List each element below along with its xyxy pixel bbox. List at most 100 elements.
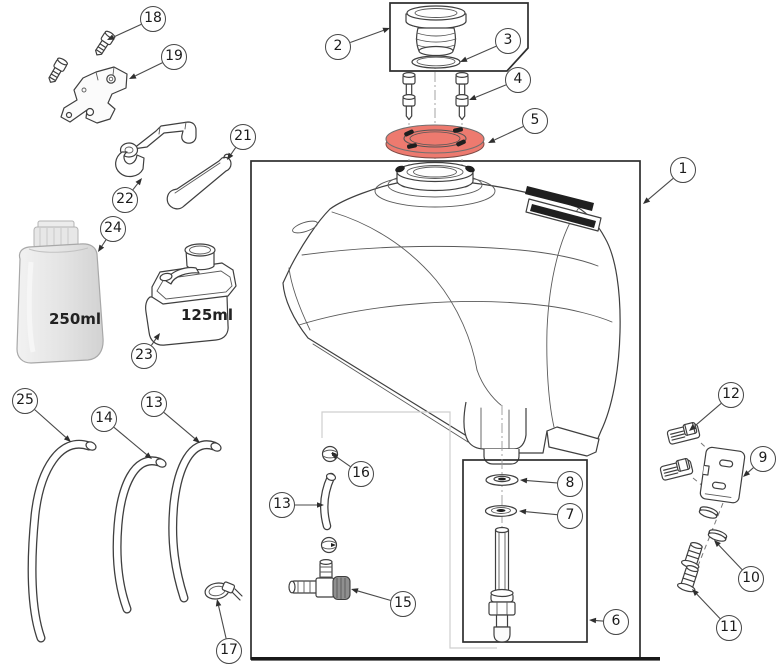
leader-arrowhead-4: [469, 94, 477, 100]
callout-10: 10: [738, 566, 764, 592]
leader-arrowhead-8: [520, 477, 528, 484]
leader-line-7: [525, 511, 558, 516]
callout-12: 12: [718, 382, 744, 408]
leader-arrowhead-1: [643, 197, 651, 204]
oil-reservoir-125ml: [145, 243, 237, 346]
callout-23: 23: [131, 343, 157, 369]
leader-arrowhead-13: [317, 502, 324, 508]
callout-25: 25: [12, 388, 38, 414]
leader-arrowhead-10: [714, 540, 721, 548]
fuel-cap: [405, 5, 467, 57]
leader-arrowhead-25: [63, 435, 71, 442]
leader-arrowhead-5: [488, 137, 496, 143]
callout-9: 9: [750, 446, 776, 472]
callout-13: 13: [141, 391, 167, 417]
callout-21: 21: [230, 124, 256, 150]
leader-line-9: [747, 467, 754, 473]
fuel-hose-long: [27, 439, 97, 643]
leader-line-15: [357, 590, 391, 601]
leader-arrowhead-6: [589, 617, 597, 624]
fuel-pickup-tube: [488, 526, 516, 643]
reservoir-volume-label: 125ml: [180, 306, 234, 324]
leader-line-4: [475, 84, 507, 98]
leader-line-3: [466, 45, 497, 60]
mounting-plate: [699, 446, 746, 504]
mounting-bracket: [60, 66, 128, 124]
connector-reference-line: [321, 411, 497, 649]
callout-19: 19: [161, 44, 187, 70]
mounting-screw-lower: [45, 56, 69, 86]
callout-16: 16: [348, 461, 374, 487]
leader-line-22: [132, 183, 139, 191]
callout-15: 15: [390, 591, 416, 617]
vent-hose-short: [319, 472, 337, 531]
leader-arrowhead-7: [519, 508, 527, 515]
callout-3: 3: [495, 28, 521, 54]
cap-seal-ring: [411, 55, 461, 69]
hose-clamp: [204, 581, 243, 601]
leader-line-8: [526, 480, 558, 484]
petcock-box: [462, 459, 588, 643]
leader-line-19: [135, 62, 163, 77]
leader-arrowhead-13: [192, 436, 200, 443]
elbow-fitting: [288, 558, 351, 601]
spring-nut-upper: [697, 504, 720, 521]
leader-line-1: [647, 178, 674, 200]
speed-clip-lower: [658, 457, 694, 482]
callout-7: 7: [557, 503, 583, 529]
callout-14: 14: [91, 406, 117, 432]
callout-18: 18: [140, 6, 166, 32]
callout-4: 4: [505, 67, 531, 93]
leader-line-25: [34, 409, 67, 438]
leader-arrowhead-23: [153, 333, 160, 341]
spring-nut-lower: [706, 527, 729, 544]
oil-bottle-250ml: [16, 220, 104, 364]
breather-cap-nut-lower: [320, 536, 338, 554]
leader-arrowhead-12: [689, 424, 697, 431]
leader-arrowhead-24: [98, 244, 105, 252]
leader-arrowhead-21: [227, 152, 234, 160]
leader-line-16: [336, 456, 351, 467]
callout-8: 8: [557, 471, 583, 497]
callout-11: 11: [716, 615, 742, 641]
callout-24: 24: [100, 216, 126, 242]
fuel-cap-box: [389, 2, 529, 72]
washer-7: [484, 505, 518, 517]
leader-arrowhead-15: [351, 588, 359, 594]
main-assembly-box: [250, 160, 660, 661]
fuel-hose-short: [168, 440, 222, 603]
tank-outlet-spout: [463, 401, 527, 465]
leader-arrowhead-9: [743, 470, 751, 477]
leader-line-17: [218, 605, 227, 639]
plate-screw-lower: [676, 562, 703, 594]
leader-line-24: [101, 239, 107, 247]
leader-arrowhead-3: [460, 56, 468, 62]
leader-arrowhead-17: [215, 599, 222, 607]
callout-13: 13: [269, 492, 295, 518]
leader-arrowhead-19: [129, 73, 137, 79]
leader-line-6: [595, 619, 604, 622]
tank-vent-grille: [525, 186, 602, 232]
leader-line-11: [696, 593, 721, 619]
flange-bolts: [402, 71, 469, 121]
callout-5: 5: [522, 108, 548, 134]
centerlines: [408, 54, 463, 172]
leader-arrowhead-11: [692, 589, 699, 597]
leader-arrowhead-18: [107, 34, 115, 40]
tank-clamp-bracket: [115, 121, 197, 178]
tank-gasket-highlighted: [385, 124, 485, 159]
leader-line-10: [718, 544, 743, 570]
tank-strap: [166, 153, 232, 210]
mounting-screw-upper: [91, 29, 117, 59]
breather-cap-nut-upper: [321, 445, 339, 463]
fuel-hose-medium: [112, 456, 167, 614]
fuel-tank-body: [282, 161, 621, 457]
washer-8: [485, 474, 519, 486]
leader-line-12: [693, 403, 722, 427]
leader-arrowhead-2: [382, 27, 390, 34]
leader-line-18: [113, 23, 142, 38]
